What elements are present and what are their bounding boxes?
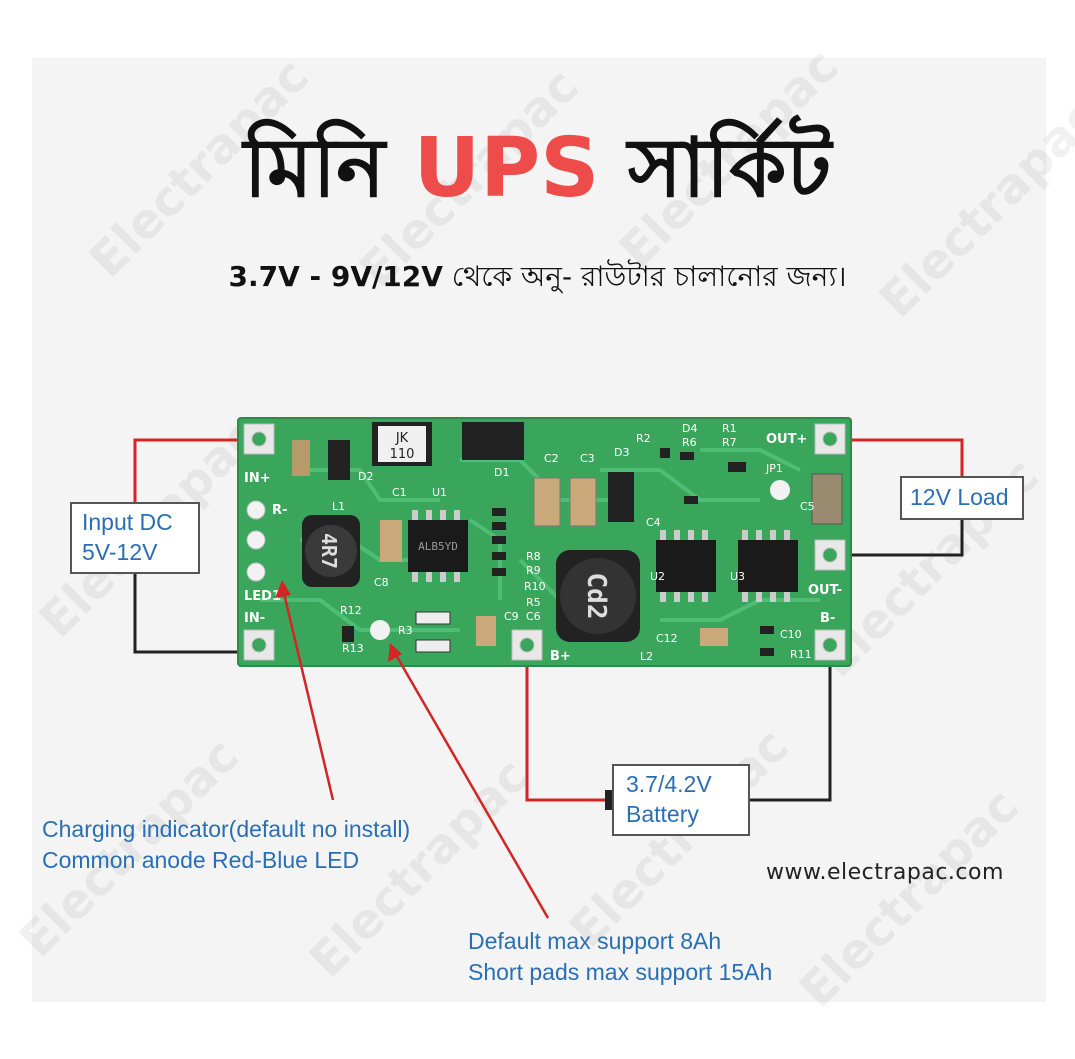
ref-label: C12 [656,632,678,645]
input-minus-wire [133,572,258,654]
pads-pointer-line [390,647,550,919]
ref-label: R12 [340,604,362,617]
inductor-large-marking: Cd2 [581,573,611,620]
ref-label: D4 [682,422,697,435]
ref-label: R2 [636,432,651,445]
watermark: Electrapac [789,778,1030,1019]
led-pointer-line [280,584,335,801]
input-dc-label: Input DC 5V-12V [70,502,200,574]
ref-label: JP1 [765,462,783,475]
pads-note-line2: Short pads max support 15Ah [468,959,773,986]
input-label-line2: 5V-12V [82,538,158,565]
ref-label: C1 [392,486,407,499]
ref-label: U3 [730,570,745,583]
pointer-arrows [280,584,550,919]
output-plus-wire [830,438,964,478]
wires [133,438,964,802]
output-minus-wire [830,520,964,557]
ref-label: C8 [374,576,389,589]
inductor-small-marking: 4R7 [317,533,341,569]
page-subtitle: 3.7V - 9V/12V থেকে অনু- রাউটার চালানোর জ… [0,260,1075,293]
pin-label-b-minus: B- [820,611,835,626]
subtitle-voltage: 3.7V - 9V/12V [228,260,443,293]
battery-plus-wire [525,652,612,802]
page-title: মিনি UPS সার্কিট [0,128,1075,210]
ic-u2 [656,530,716,602]
fuse-marking-2: 110 [390,447,415,462]
ref-label: C6 [526,610,541,623]
ref-label: D1 [494,466,509,479]
ref-label: R5 [526,596,541,609]
ref-label: C2 [544,452,559,465]
battery-label: 3.7/4.2V Battery [612,764,750,836]
ref-label: U2 [650,570,665,583]
ref-label: R9 [526,564,541,577]
pin-label-r: R- [272,503,287,518]
ref-label: R6 [682,436,697,449]
led-arrow-head [275,580,291,598]
website-url: www.electrapac.com [766,860,1004,885]
ref-label: C10 [780,628,802,641]
ref-label: R7 [722,436,737,449]
pin-label-b-plus: B+ [550,649,571,664]
ref-label: R11 [790,648,812,661]
subtitle-text: থেকে অনু- রাউটার চালানোর জন্য। [442,260,847,293]
ic-marking: ALB5YD [418,540,458,553]
ref-label: R1 [722,422,737,435]
ref-label: L2 [640,650,653,663]
pads-note-line1: Default max support 8Ah [468,928,722,954]
load-label: 12V Load [900,476,1024,520]
pin-label-in-minus: IN- [244,611,265,626]
pin-label-led: LED1 [244,589,281,604]
ref-label: R10 [524,580,546,593]
ref-label: D3 [614,446,629,459]
pcb-board: 4R7 Cd2 ALB5YD JK 110 [237,417,852,667]
input-label-line1: Input DC [82,509,173,535]
ic-u3 [738,530,798,602]
pin-label-out-plus: OUT+ [766,432,807,447]
led-note-line2: Common anode Red-Blue LED [42,847,360,874]
ref-label: C3 [580,452,595,465]
ref-label: R3 [398,624,413,637]
pads-arrow-head [388,643,402,662]
pads-note: Default max support 8Ah Short pads max s… [468,926,772,988]
input-plus-wire [133,438,258,505]
ref-label: U1 [432,486,447,499]
watermark: Electrapac [559,718,800,959]
ref-label: C9 [504,610,519,623]
pin-label-out-minus: OUT- [808,583,842,598]
title-highlight: UPS [413,121,600,216]
title-part-1: মিনি [243,121,414,216]
ref-label: C5 [800,500,815,513]
ref-label: D2 [358,470,373,483]
led-note: Charging indicator(default no install) C… [42,814,410,876]
pad-b-minus [814,629,846,661]
title-part-2: সার্কিট [599,121,832,216]
ref-label: R8 [526,550,541,563]
load-label-text: 12V Load [910,484,1009,510]
ref-label: R13 [342,642,364,655]
pin-label-in-plus: IN+ [244,471,271,486]
led-note-line1: Charging indicator(default no install) [42,816,411,842]
battery-label-line2: Battery [626,800,699,827]
battery-terminal [605,790,613,810]
ref-label: L1 [332,500,345,513]
ic-u1: ALB5YD [408,510,468,582]
battery-label-line1: 3.7/4.2V [626,771,712,797]
battery-minus-wire [748,652,832,802]
ref-label: C4 [646,516,661,529]
fuse-marking-1: JK [395,431,409,446]
